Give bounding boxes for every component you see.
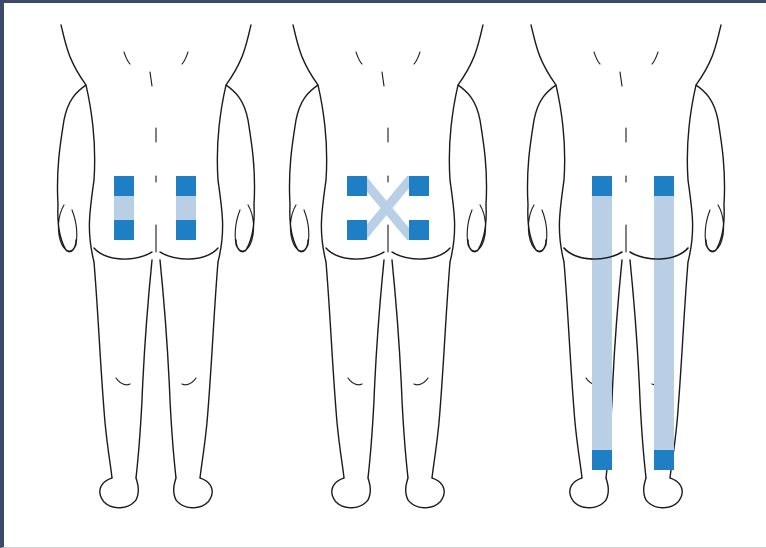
body-outline-2 bbox=[289, 25, 486, 508]
figure-1 bbox=[57, 25, 254, 508]
anchor-pad bbox=[654, 176, 674, 196]
anchor-pad bbox=[114, 176, 134, 196]
anchor-pad bbox=[114, 220, 134, 240]
anchor-pad bbox=[409, 176, 429, 196]
tape-strip bbox=[654, 195, 674, 451]
tape-strip bbox=[592, 195, 612, 451]
figure-3 bbox=[527, 25, 724, 508]
anchor-pad bbox=[176, 220, 196, 240]
anchor-pad bbox=[176, 176, 196, 196]
anchor-pad bbox=[347, 176, 367, 196]
tape-strip bbox=[176, 195, 196, 220]
figure-2 bbox=[289, 25, 486, 508]
body-outline-3 bbox=[527, 25, 724, 508]
body-outline-1 bbox=[57, 25, 254, 508]
anchor-pad bbox=[409, 220, 429, 240]
anchor-pad bbox=[347, 220, 367, 240]
anchor-pad bbox=[592, 176, 612, 196]
anchor-pad bbox=[654, 450, 674, 470]
tape-strip bbox=[114, 195, 134, 220]
anchor-pad bbox=[592, 450, 612, 470]
